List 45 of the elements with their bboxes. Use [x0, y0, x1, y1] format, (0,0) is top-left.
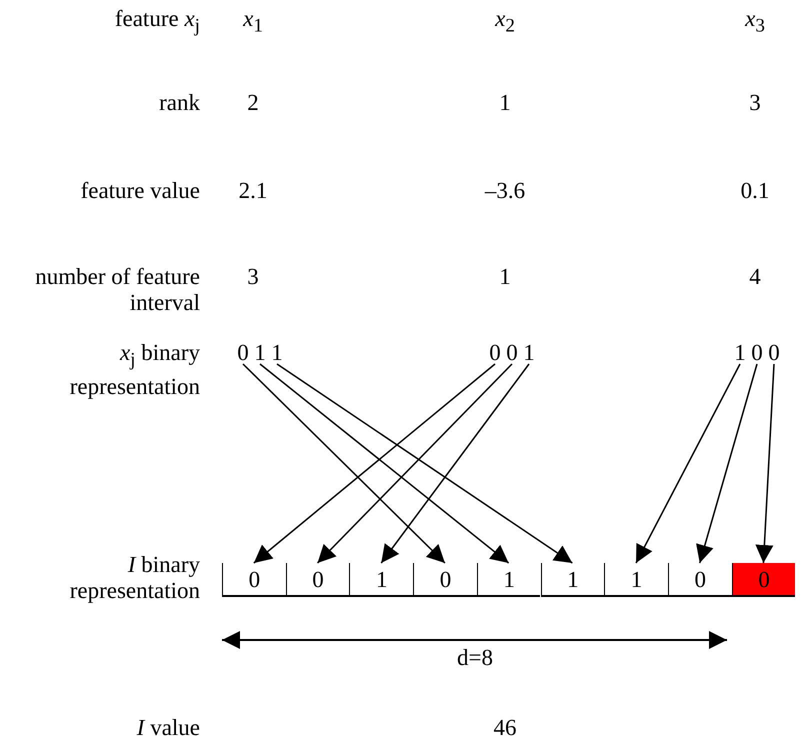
arrow — [276, 363, 573, 564]
arrow — [635, 364, 741, 564]
column-header: x$_{3}$ — [744, 6, 766, 39]
row-header: x$_{j}$ binary representation — [68, 340, 200, 400]
binary-digit: 1 — [521, 340, 537, 366]
arrow — [696, 364, 758, 564]
highlighted-bit-cell: 0 — [732, 563, 796, 597]
bit-cell: 0 — [286, 563, 350, 597]
row-header: I binary representation — [68, 552, 200, 604]
column-header: x$_{1}$ — [242, 6, 264, 39]
binary-digit: 0 — [766, 340, 782, 366]
arrow — [380, 364, 530, 564]
value-text: –3.6 — [484, 178, 526, 204]
binary-digit: 1 — [252, 340, 268, 366]
row-header: feature x$_{j}$ — [114, 6, 200, 39]
value-text: 2 — [246, 90, 260, 116]
row-header: number of feature interval — [34, 264, 200, 316]
value-text: 0.1 — [740, 178, 770, 204]
value-text: 3 — [748, 90, 762, 116]
binary-digit: 0 — [487, 340, 503, 366]
bit-cell: 0 — [413, 563, 477, 597]
column-header: x$_{2}$ — [494, 6, 516, 39]
arrow — [317, 363, 513, 564]
binary-digit: 1 — [269, 340, 285, 366]
binary-digit: 0 — [504, 340, 520, 366]
bit-cell: 1 — [540, 563, 604, 597]
row-header: rank — [158, 90, 200, 116]
binary-digit: 1 — [732, 340, 748, 366]
arrow — [755, 364, 775, 564]
value-text: 46 — [492, 715, 518, 741]
bit-cell: 0 — [222, 563, 286, 597]
bit-cell: 1 — [476, 563, 540, 597]
value-text: 3 — [246, 264, 260, 290]
row-header: I value — [136, 715, 200, 741]
value-text: 4 — [748, 264, 762, 290]
value-text: 1 — [498, 264, 512, 290]
arrow — [242, 363, 446, 564]
value-text: 2.1 — [238, 178, 268, 204]
bit-cell: 1 — [349, 563, 414, 597]
bit-cell: 1 — [604, 563, 668, 597]
dimension-label: d=8 — [456, 645, 494, 671]
value-text: 1 — [498, 90, 512, 116]
row-header: feature value — [80, 178, 200, 204]
binary-digit: 0 — [749, 340, 765, 366]
binary-digit: 0 — [235, 340, 251, 366]
